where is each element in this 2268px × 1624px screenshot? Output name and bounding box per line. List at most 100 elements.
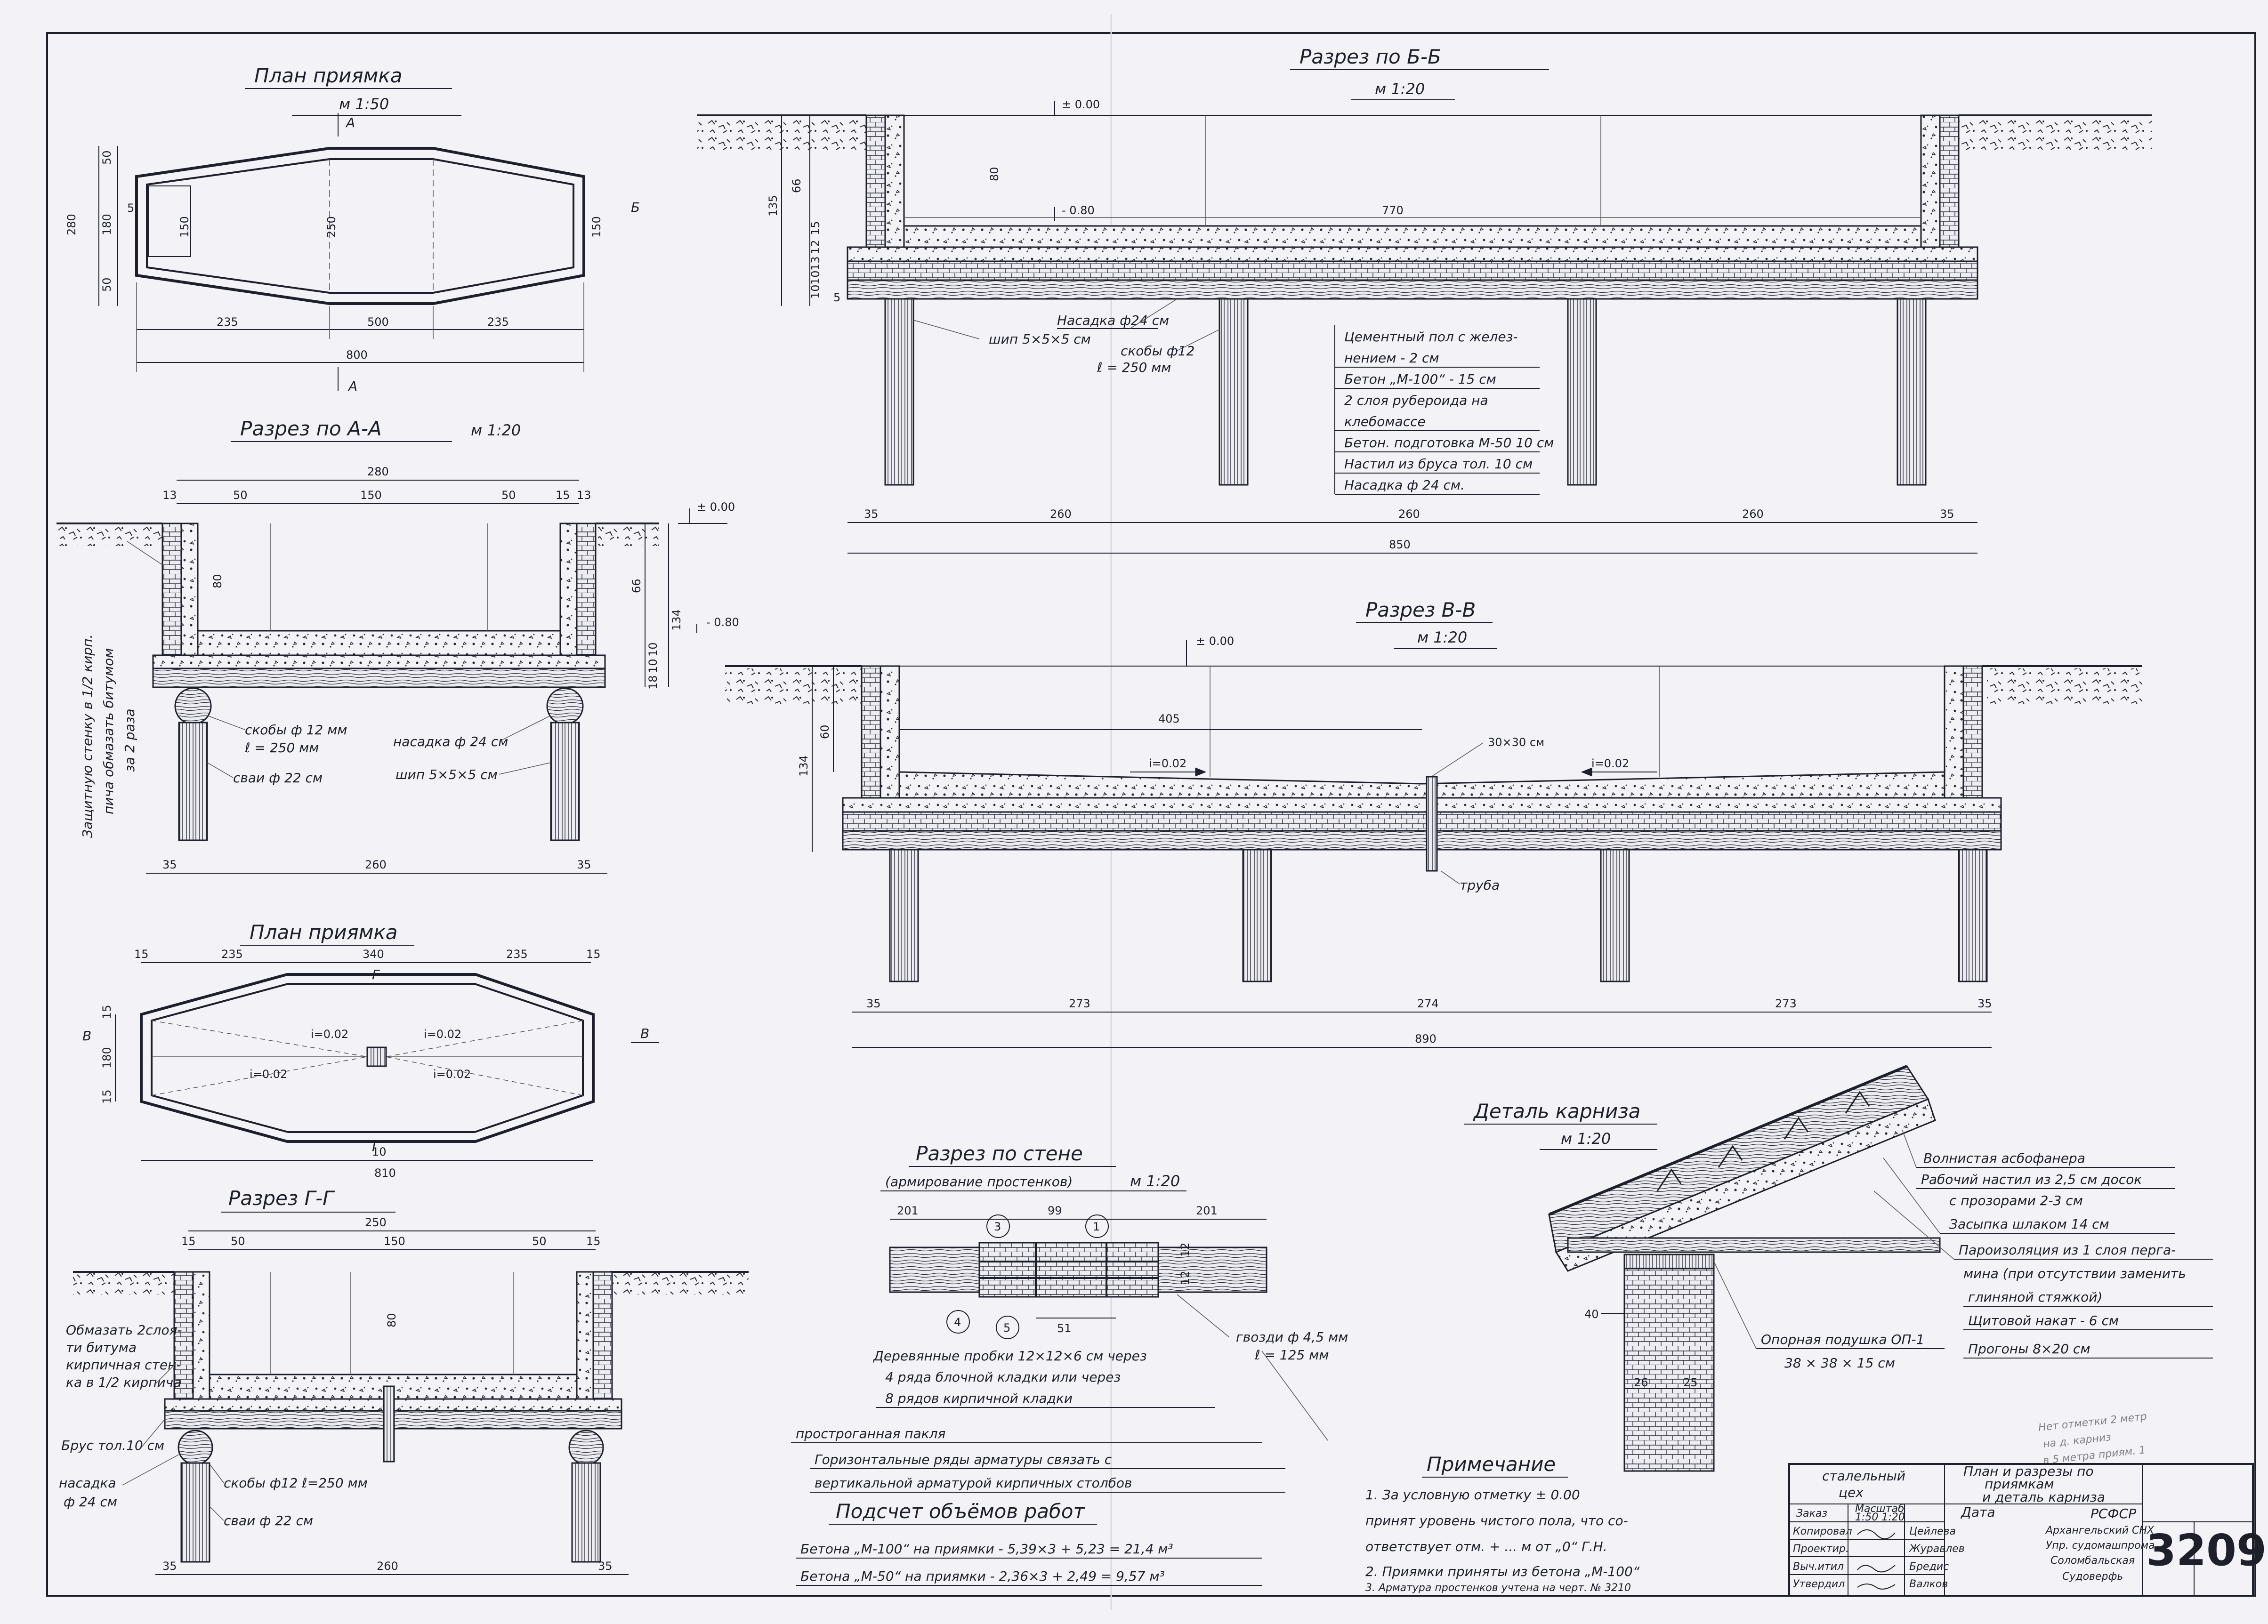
- section-bb-layer-6: Бетон. подготовка М-50 10 см: [1344, 435, 1554, 450]
- plan-b-dim-340: 340: [363, 948, 384, 961]
- section-vv-slope-left: i=0.02: [1149, 757, 1186, 770]
- plan-a-dim-50b: 50: [100, 277, 113, 292]
- section-vv-drain-pipe: [1426, 776, 1438, 872]
- plan-b: План приямка 15 235 340 235 15 Г i=0.02 …: [82, 921, 659, 1180]
- plan-b-side-mark-left: В: [82, 1028, 91, 1044]
- tb-role-2: Проектир.: [1793, 1543, 1849, 1555]
- eaves-layer-1: Волнистая асбофанера: [1923, 1150, 2085, 1166]
- section-wall-callouts: 3 1 4 5: [946, 1214, 1109, 1339]
- plan-a-dim-250: 250: [325, 216, 338, 238]
- section-vv-scale: м 1:20: [1417, 628, 1467, 646]
- tb-role-3: Выч.итил: [1793, 1561, 1844, 1573]
- section-aa-dim-80: 80: [211, 574, 224, 588]
- section-gg-note-4: ка в 1/2 кирпича: [66, 1375, 181, 1390]
- plan-a-side-mark: Б: [631, 200, 640, 215]
- plan-a-dim-280: 280: [65, 214, 78, 235]
- notes-line-2: принят уровень чистого пола, что со-: [1365, 1513, 1628, 1528]
- tb-shop-2: цех: [1839, 1485, 1864, 1500]
- section-aa-label-piles: сваи ф 22 см: [233, 770, 323, 786]
- plan-b-dim-235b: 235: [506, 948, 528, 961]
- section-bb-level-1: - 0.80: [1062, 204, 1095, 217]
- section-vv-dim-890: 890: [1415, 1032, 1437, 1045]
- section-vv-level-0: ± 0.00: [1196, 635, 1234, 648]
- section-wall-subtitle: (армирование простенков): [885, 1174, 1073, 1190]
- eaves-layer-list: Волнистая асбофанера Рабочий настил из 2…: [1873, 1129, 2213, 1359]
- section-bb-dim-15: 15: [809, 221, 822, 235]
- plan-b-side-mark-right: В: [640, 1026, 649, 1041]
- section-wall-dim-99: 99: [1048, 1204, 1062, 1217]
- pile-cap-right: [546, 687, 584, 725]
- eaves-scale: м 1:20: [1561, 1130, 1611, 1148]
- section-gg-dim-15a: 15: [181, 1235, 196, 1248]
- callout-1: 1: [1093, 1220, 1100, 1233]
- section-wall-dim-201a: 201: [897, 1204, 919, 1217]
- section-vv-dim-274: 274: [1417, 997, 1439, 1010]
- tb-title-3: и деталь карниза: [1982, 1489, 2105, 1505]
- plan-b-section-mark-bottom: Г: [372, 1139, 380, 1154]
- notes-title: Примечание: [1427, 1453, 1556, 1476]
- section-vv: Разрез В-В м 1:20 ± 0.00 405 30×30 см i=…: [725, 598, 2142, 1048]
- section-bb-label-staples: скобы ф12: [1121, 343, 1195, 359]
- pencil-note-2: на д. карниз: [2042, 1431, 2112, 1450]
- section-bb-label-spike: шип 5×5×5 см: [989, 331, 1091, 347]
- section-aa-label-cap: насадка ф 24 см: [393, 734, 508, 749]
- eaves-layer-5: Пароизоляция из 1 слоя перга-: [1959, 1242, 2176, 1258]
- notes: Примечание 1. За условную отметку ± 0.00…: [1365, 1453, 1640, 1594]
- tb-signature-4: [1857, 1584, 1896, 1590]
- tb-col-order: Заказ: [1796, 1508, 1827, 1519]
- pile-left: [178, 722, 208, 841]
- section-aa-dim-150: 150: [360, 489, 382, 502]
- volumes-row-1: Бетона „М-100“ на приямки - 5,39×3 + 5,2…: [800, 1541, 1173, 1557]
- tb-org-4: Соломбальская: [2050, 1555, 2135, 1567]
- eaves-dim-40: 40: [1584, 1308, 1599, 1321]
- section-aa: Разрез по А-А м 1:20 280 13 50 150 50 15…: [56, 417, 739, 874]
- pit-b-outline: [140, 973, 595, 1143]
- section-bb-dim-10a: 10: [809, 270, 822, 285]
- eaves-layer-6: мина (при отсутствии заменить: [1963, 1266, 2186, 1281]
- plan-a-title: План приямка: [254, 64, 402, 87]
- section-bb-layer-2: нением - 2 см: [1344, 350, 1439, 366]
- section-aa-level-1: - 0.80: [706, 616, 739, 629]
- volumes: Подсчет объёмов работ Бетона „М-100“ на …: [796, 1500, 1262, 1586]
- section-aa-dim-50b: 50: [501, 489, 516, 502]
- pencil-note: Нет отметки 2 метр на д. карниз в 5 метр…: [2038, 1411, 2147, 1467]
- section-bb-scale: м 1:20: [1375, 80, 1425, 98]
- section-vv-slope-right: i=0.02: [1591, 757, 1629, 770]
- pit-outline: [135, 147, 585, 305]
- plan-b-dim-810: 810: [374, 1166, 396, 1180]
- section-wall-label-nails-1: гвозди ф 4,5 мм: [1236, 1329, 1348, 1345]
- section-bb-layer-4: 2 слоя рубероида на: [1344, 393, 1488, 408]
- plan-a-dim-150b: 150: [590, 216, 603, 238]
- section-bb-dim-13: 13: [809, 256, 822, 271]
- eaves-title: Деталь карниза: [1473, 1100, 1640, 1123]
- section-bb-dim-260a: 260: [1050, 507, 1072, 521]
- pencil-note-1: Нет отметки 2 метр: [2038, 1411, 2147, 1434]
- plan-a-sump: [148, 185, 191, 257]
- section-vv-label-pipe: труба: [1460, 877, 1500, 893]
- section-wall-note-2: 4 ряда блочной кладки или через: [885, 1369, 1121, 1385]
- plan-a-dim-5: 5: [127, 201, 134, 215]
- plan-b-drain: [366, 1046, 387, 1067]
- plan-a-dim-235a: 235: [217, 315, 238, 329]
- plan-a-dim-50a: 50: [100, 150, 113, 165]
- section-bb: Разрез по Б-Б м 1:20 ± 0.00 80 - 0.80 77…: [697, 45, 2152, 554]
- section-bb-dim-850: 850: [1389, 538, 1411, 551]
- section-bb-dim-12: 12: [809, 240, 822, 254]
- section-bb-layer-1: Цементный пол с желез-: [1344, 329, 1518, 345]
- section-gg-drain-pipe: [383, 1385, 395, 1463]
- tb-title-2: приямкам: [1985, 1476, 2054, 1492]
- callout-4: 4: [954, 1316, 961, 1329]
- tb-col-date: Дата: [1960, 1504, 1995, 1520]
- tb-name-2: Журавлев: [1908, 1543, 1965, 1555]
- eaves-roof-deck: [1548, 1065, 1929, 1254]
- section-gg-dim-250: 250: [365, 1216, 387, 1229]
- notes-line-1: 1. За условную отметку ± 0.00: [1365, 1487, 1580, 1503]
- section-aa-dim-13a: 13: [162, 489, 177, 502]
- plan-b-dim-180: 180: [100, 1047, 113, 1069]
- section-wall-note-1: Деревянные пробки 12×12×6 см через: [872, 1348, 1147, 1364]
- section-aa-title: Разрез по А-А: [240, 417, 382, 440]
- section-gg-dim-15b: 15: [586, 1235, 601, 1248]
- eaves-layer-8: Щитовой накат - 6 см: [1968, 1313, 2119, 1328]
- plan-b-slope-2: i=0.02: [424, 1028, 461, 1041]
